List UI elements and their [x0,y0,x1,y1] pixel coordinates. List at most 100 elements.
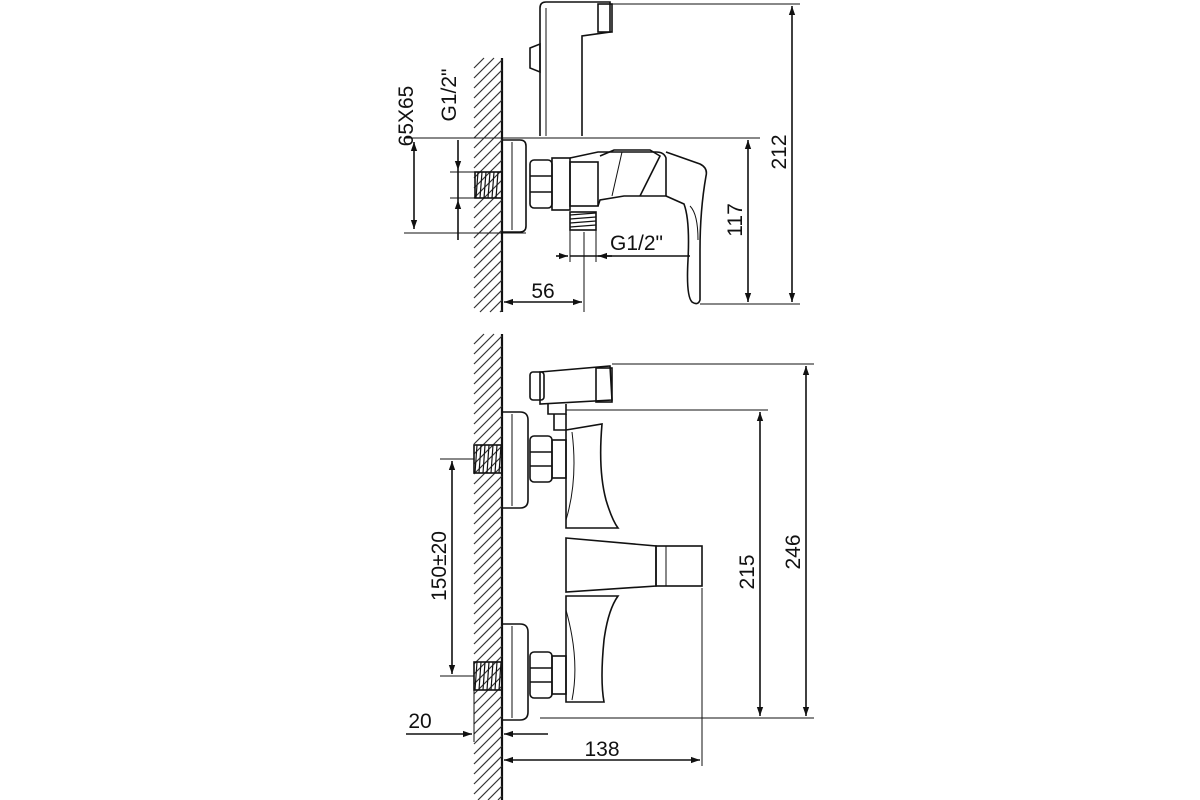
hex-nut-side [529,159,553,209]
thread-mark [490,661,494,691]
wall-hatch-line [473,269,503,299]
wall-hatch-line [487,785,503,800]
dim-height-body-label: 215 [736,554,759,589]
wall-hatch-line [473,139,503,169]
wall-hatch-line [473,385,503,415]
wall-hatch-line [473,525,503,555]
thread-mark [494,444,498,474]
thread-mark [487,171,491,199]
wall-hatch-line [499,309,503,313]
wall-hatch-line [473,515,503,545]
wall-hatch-line [473,279,503,309]
wall-hatch-line [473,485,503,515]
wall-hatch-line [473,89,503,119]
wall-hatch-line [473,159,503,189]
wall-hatch-line [473,595,503,625]
wall-hatch-line [473,765,503,795]
wall-hatch-line [473,199,503,229]
wall-hatch-line [473,475,503,505]
dim-spout-height-label: 117 [724,203,747,236]
upper-hex-nut [529,435,567,483]
wall-hatch-line [473,249,503,279]
wall-hatch-line [473,59,503,89]
thread-mark [474,444,478,474]
thread-mark [494,661,498,691]
wall-hatch-line [473,695,503,725]
wall-hatch-line [479,289,503,313]
lever-handle-front [655,545,703,587]
dim-projection-label: 56 [531,280,554,303]
wall-hatch-line [473,259,503,289]
thread-mark [474,661,478,691]
wall-hatch-line [473,505,503,535]
wall-hatch-line [473,725,503,755]
shower-holder-side [529,1,613,136]
thread-mark [569,212,597,216]
wall-hatch-line [497,795,503,800]
wall-hatch-line [473,635,503,665]
wall-hatch-line [473,645,503,675]
wall-side [473,57,504,313]
lower-hex-nut [529,651,567,699]
wall-hatch-line [473,99,503,129]
wall-hatch-line [473,755,503,785]
wall-hatch-line [473,615,503,645]
thread-mark [475,171,479,199]
dim-height-total-label: 246 [782,534,805,569]
wall-hatch-line [473,189,503,219]
wall-hatch-line [477,775,503,800]
thread-mark [569,216,597,220]
dim-centers-label: 150±20 [428,531,451,601]
wall-hatch-line [473,229,503,259]
wall-hatch-line [473,545,503,575]
wall-hatch-line [473,575,503,605]
wall-hatch-line [473,365,503,395]
wall-hatch-line [473,625,503,655]
wall-hatch-line [473,219,503,249]
wall-hatch-line [473,239,503,269]
thread-mark [482,444,486,474]
wall-hatch-line [473,425,503,455]
wall-hatch-line [473,395,503,425]
wall-hatch-line [473,129,503,159]
dim-wall-offset-label: 20 [408,710,431,733]
wall-hatch-line [473,715,503,745]
wall-hatch-line [473,735,503,765]
dim-body-label: 65X65 [395,86,418,147]
wall-hatch-line [473,333,485,345]
wall-hatch-line [473,565,503,595]
wall-hatch-line [473,335,503,365]
thread-mark [498,444,502,474]
thread-mark [491,171,495,199]
thread-mark [498,661,502,691]
valve-body-side [551,157,571,211]
wall-flange-side [502,139,527,233]
thread-mark [482,661,486,691]
wall-hatch-line [473,405,503,435]
wall-hatch-line [473,455,503,485]
thread-mark [483,171,487,199]
upper-flange-front [502,411,529,509]
thread-mark [486,444,490,474]
wall-hatch-line [473,119,503,149]
wall-hatch-line [489,299,503,313]
wall-hatch-line [473,375,503,405]
wall-hatch-line [473,435,503,465]
wall-hatch-line [473,333,495,355]
thread-mark [479,171,483,199]
wall-hatch-line [473,57,485,69]
wall-hatch-line [473,57,495,79]
thread-mark [486,661,490,691]
wall-hatch-line [473,555,503,585]
wall-hatch-line [473,345,503,375]
wall-hatch-line [473,355,503,385]
wall-hatch-line [473,495,503,525]
dim-total-height-label: 212 [768,134,791,169]
spout-front [565,537,657,593]
dim-inlet-thread-label: G1/2" [438,69,461,122]
valve-body-front [565,423,620,529]
lever-handle-side [569,151,667,207]
thread-mark [569,220,597,224]
inlet-thread-side [474,171,503,199]
